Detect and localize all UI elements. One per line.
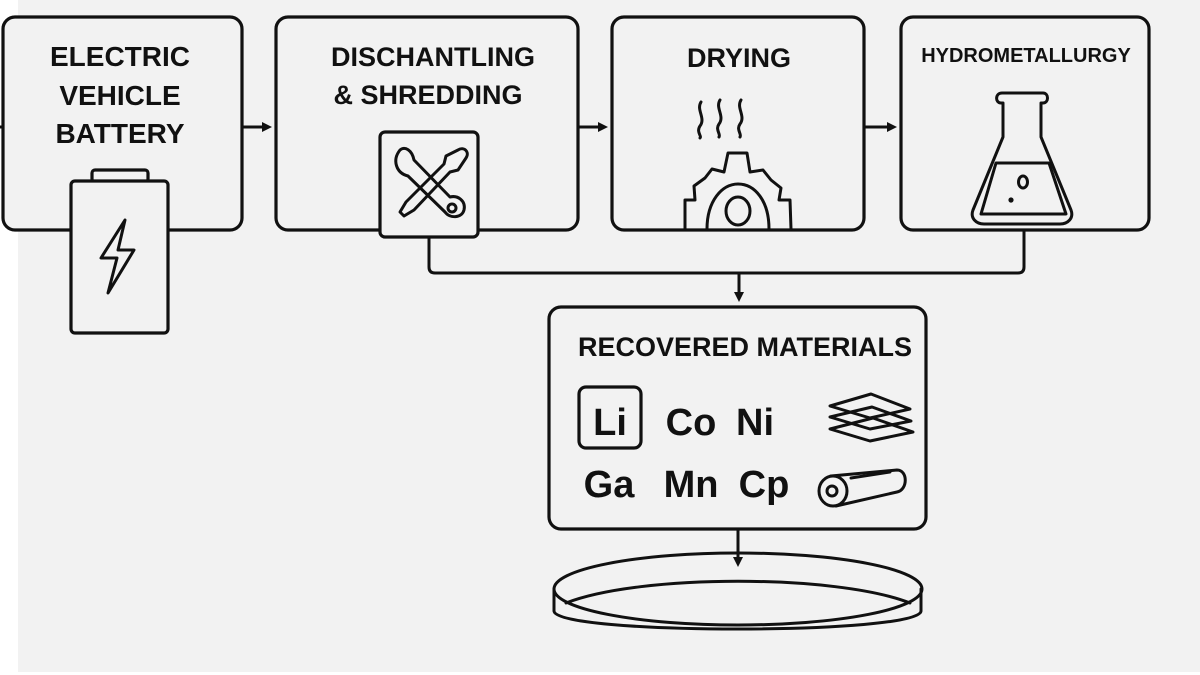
step-hydrometallurgy[interactable]: HYDROMETALLURGY: [899, 15, 1151, 232]
tray-icon[interactable]: [552, 551, 924, 631]
connector-processes-to-recovered: [427, 231, 1026, 275]
step-hydrometallurgy-title: HYDROMETALLURGY: [921, 45, 1131, 67]
battery-icon: [69, 168, 170, 335]
element-li: Li: [593, 402, 627, 444]
step-battery[interactable]: ELECTRIC VEHICLE BATTERY: [1, 15, 244, 335]
tray-rim: [552, 551, 924, 627]
element-li-frame: [577, 385, 643, 450]
step-hydrometallurgy-box: [899, 15, 1151, 232]
step-drying-box: [610, 15, 866, 232]
step-dismantling-title-line-2: & SHREDDING: [333, 80, 522, 110]
step-drying-title: DRYING: [687, 43, 791, 73]
element-co: Co: [666, 402, 717, 444]
step-dismantling[interactable]: DISCHANTLING & SHREDDING: [274, 15, 580, 239]
element-cp: Cp: [739, 464, 790, 506]
roll-icon: [817, 468, 907, 508]
recovered-materials-title: RECOVERED MATERIALS: [578, 332, 912, 362]
flask-icon: [970, 91, 1074, 226]
element-mn: Mn: [664, 464, 719, 506]
layers-icon: [828, 392, 915, 443]
step-battery-title-line-3: BATTERY: [55, 118, 184, 149]
step-dismantling-title-line-1: DISCHANTLING: [331, 42, 535, 72]
step-battery-title-line-2: VEHICLE: [59, 80, 180, 111]
recovered-materials-box: [547, 305, 928, 531]
step-drying[interactable]: DRYING: [610, 15, 866, 232]
tools-icon: [378, 130, 480, 239]
element-ni: Ni: [736, 402, 774, 444]
element-ga: Ga: [584, 464, 636, 506]
recovered-materials-panel[interactable]: RECOVERED MATERIALS Li Co Ni Ga Mn Cp: [547, 305, 928, 531]
heat-gear-icon: [683, 98, 793, 231]
step-battery-title-line-1: ELECTRIC: [50, 41, 190, 72]
